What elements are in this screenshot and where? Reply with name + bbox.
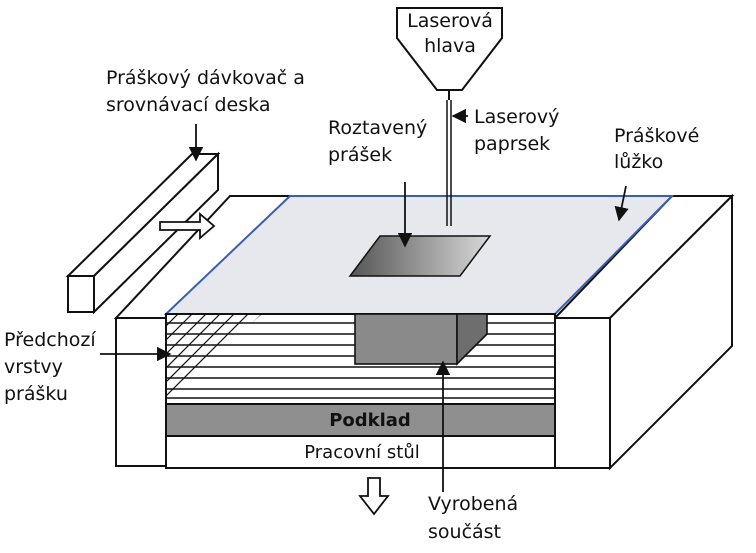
powder-feeder-label-line2: srovnávací deska <box>106 94 270 116</box>
work-table-label: Pracovní stůl <box>304 442 420 463</box>
down-arrow-icon <box>358 477 390 516</box>
right-arrow-icon <box>159 212 216 240</box>
pointer-arrows <box>100 108 629 492</box>
melted-powder-label-line1: Roztavený <box>328 117 427 139</box>
substrate-plate <box>165 403 556 437</box>
manufactured-part-label-line1: Vyrobená <box>428 493 518 515</box>
laser-beam-label-line2: paprsek <box>474 133 550 155</box>
previous-layers-label-line2: vrstvy <box>4 356 63 378</box>
manufactured-part-label-line2: součást <box>428 521 501 543</box>
melted-powder-area <box>348 235 492 277</box>
laser-head <box>396 7 503 91</box>
work-table <box>165 435 556 469</box>
powder-feeder-label-line1: Práškový dávkovač a <box>106 67 305 89</box>
powder-bed-label-line2: lůžko <box>614 151 663 173</box>
powder-bed-pointer <box>614 185 629 222</box>
laser-head-label-line2: hlava <box>424 35 476 57</box>
powder-feeder-bar <box>65 151 221 315</box>
laser-beam-label-line1: Laserový <box>474 106 559 128</box>
manufactured-part-block <box>354 313 488 366</box>
substrate-label: Podklad <box>329 410 411 431</box>
right-wall <box>552 193 735 471</box>
laser-head-label-line1: Laserová <box>407 10 493 32</box>
previous-layers-label-line3: prášku <box>4 383 68 405</box>
melted-powder-label-line2: prášek <box>328 144 392 166</box>
powder-bed-label-line1: Práškové <box>614 125 699 147</box>
previous-layers-label-line1: Předchozí <box>4 329 96 351</box>
